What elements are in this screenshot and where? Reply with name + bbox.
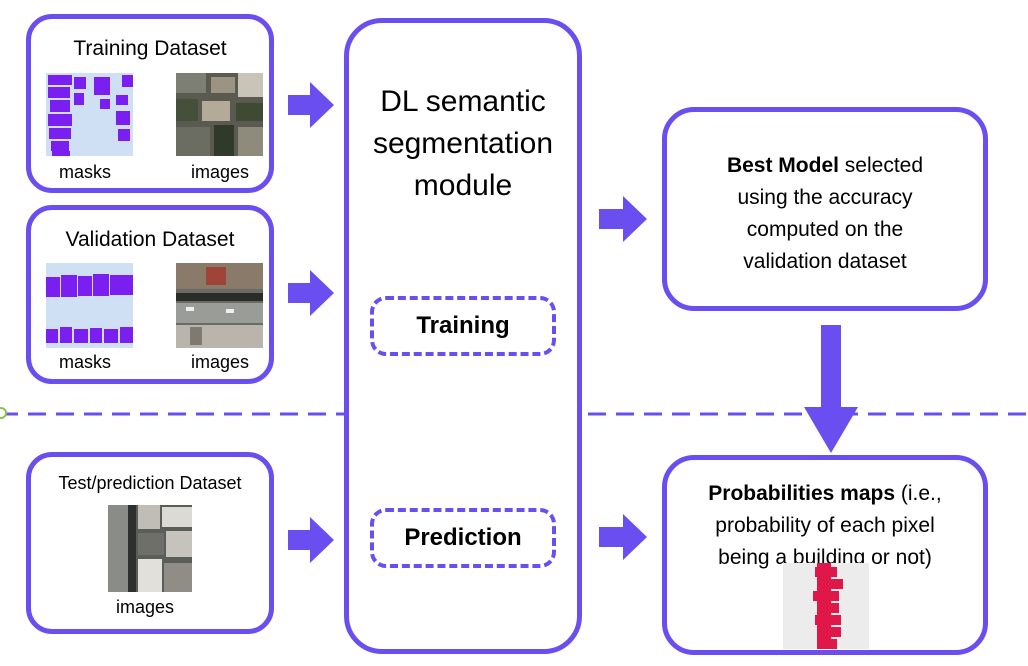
test-dataset-title: Test/prediction Dataset (58, 473, 242, 493)
divider-endpoint (0, 407, 7, 419)
training-masks-thumbnail (46, 73, 133, 156)
probabilities-text: Probabilities maps (i.e., probability of… (708, 482, 942, 569)
down-arrow-icon (804, 325, 858, 453)
training-dataset-box: Training Dataset masks images (26, 14, 274, 193)
validation-images-label: images (191, 352, 250, 372)
validation-dataset-title: Validation Dataset (65, 228, 235, 251)
training-masks-label: masks (59, 162, 112, 182)
right-arrow-icon (599, 196, 647, 242)
test-images-label: images (116, 597, 175, 617)
validation-dataset-box: Validation Dataset masks images (26, 205, 274, 384)
training-images-thumbnail (176, 73, 263, 156)
training-images-label: images (191, 162, 250, 182)
best-model-box: Best Model selected using the accuracy c… (662, 107, 988, 311)
training-dataset-title: Training Dataset (73, 37, 227, 60)
right-arrow-icon (599, 514, 647, 560)
probabilities-maps-box: Probabilities maps (i.e., probability of… (662, 455, 988, 655)
training-stage-box: Training (370, 296, 556, 356)
test-images-thumbnail (108, 505, 192, 592)
prediction-stage-label: Prediction (404, 524, 522, 551)
validation-masks-thumbnail (46, 263, 133, 348)
module-title: DL semantic segmentation module (372, 85, 554, 202)
test-dataset-box: Test/prediction Dataset images (26, 452, 274, 634)
training-stage-label: Training (416, 312, 510, 339)
validation-images-thumbnail (176, 263, 263, 348)
prediction-stage-box: Prediction (370, 508, 556, 568)
right-arrow-icon (288, 270, 334, 316)
best-model-text: Best Model selected using the accuracy c… (726, 154, 924, 273)
validation-masks-label: masks (59, 352, 112, 372)
right-arrow-icon (288, 517, 334, 563)
probability-map-thumbnail (783, 563, 869, 649)
right-arrow-icon (288, 82, 334, 128)
